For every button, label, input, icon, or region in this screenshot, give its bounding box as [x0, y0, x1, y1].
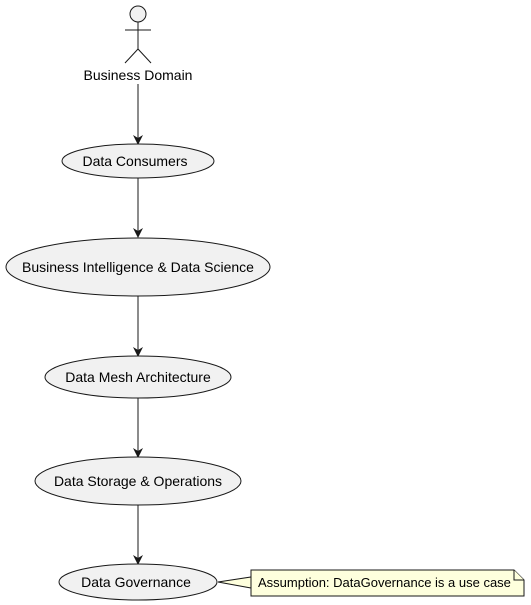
- usecase-ellipse: [61, 143, 215, 179]
- note-connector: [217, 576, 252, 589]
- actor-left-leg: [124, 48, 139, 64]
- actor-label: Business Domain: [84, 67, 193, 83]
- usecase-ellipse: [34, 456, 242, 506]
- usecase-data-consumers: Data Consumers: [61, 143, 215, 179]
- usecase-ellipse: [58, 563, 218, 601]
- note-assumption: Assumption: DataGovernance is a use case: [217, 569, 525, 597]
- usecase-label: Data Consumers: [82, 153, 187, 169]
- note-text: Assumption: DataGovernance is a use case: [258, 575, 511, 590]
- usecase-data-mesh-architecture: Data Mesh Architecture: [44, 355, 232, 399]
- usecase-label: Data Mesh Architecture: [65, 369, 211, 385]
- note-box: [250, 569, 525, 597]
- usecase-ellipse: [44, 355, 232, 399]
- usecase-label: Data Storage & Operations: [54, 473, 222, 489]
- usecase-data-governance: Data Governance: [58, 563, 218, 601]
- usecase-ellipse: [5, 237, 271, 297]
- usecase-data-storage-operations: Data Storage & Operations: [34, 456, 242, 506]
- actor-business-domain: Business Domain: [84, 5, 193, 83]
- actor-right-leg: [137, 48, 152, 64]
- usecase-label: Business Intelligence & Data Science: [22, 259, 254, 275]
- usecase-business-intelligence: Business Intelligence & Data Science: [5, 237, 271, 297]
- note-fold: [513, 570, 524, 581]
- usecase-label: Data Governance: [81, 574, 191, 590]
- actor-head: [129, 5, 147, 23]
